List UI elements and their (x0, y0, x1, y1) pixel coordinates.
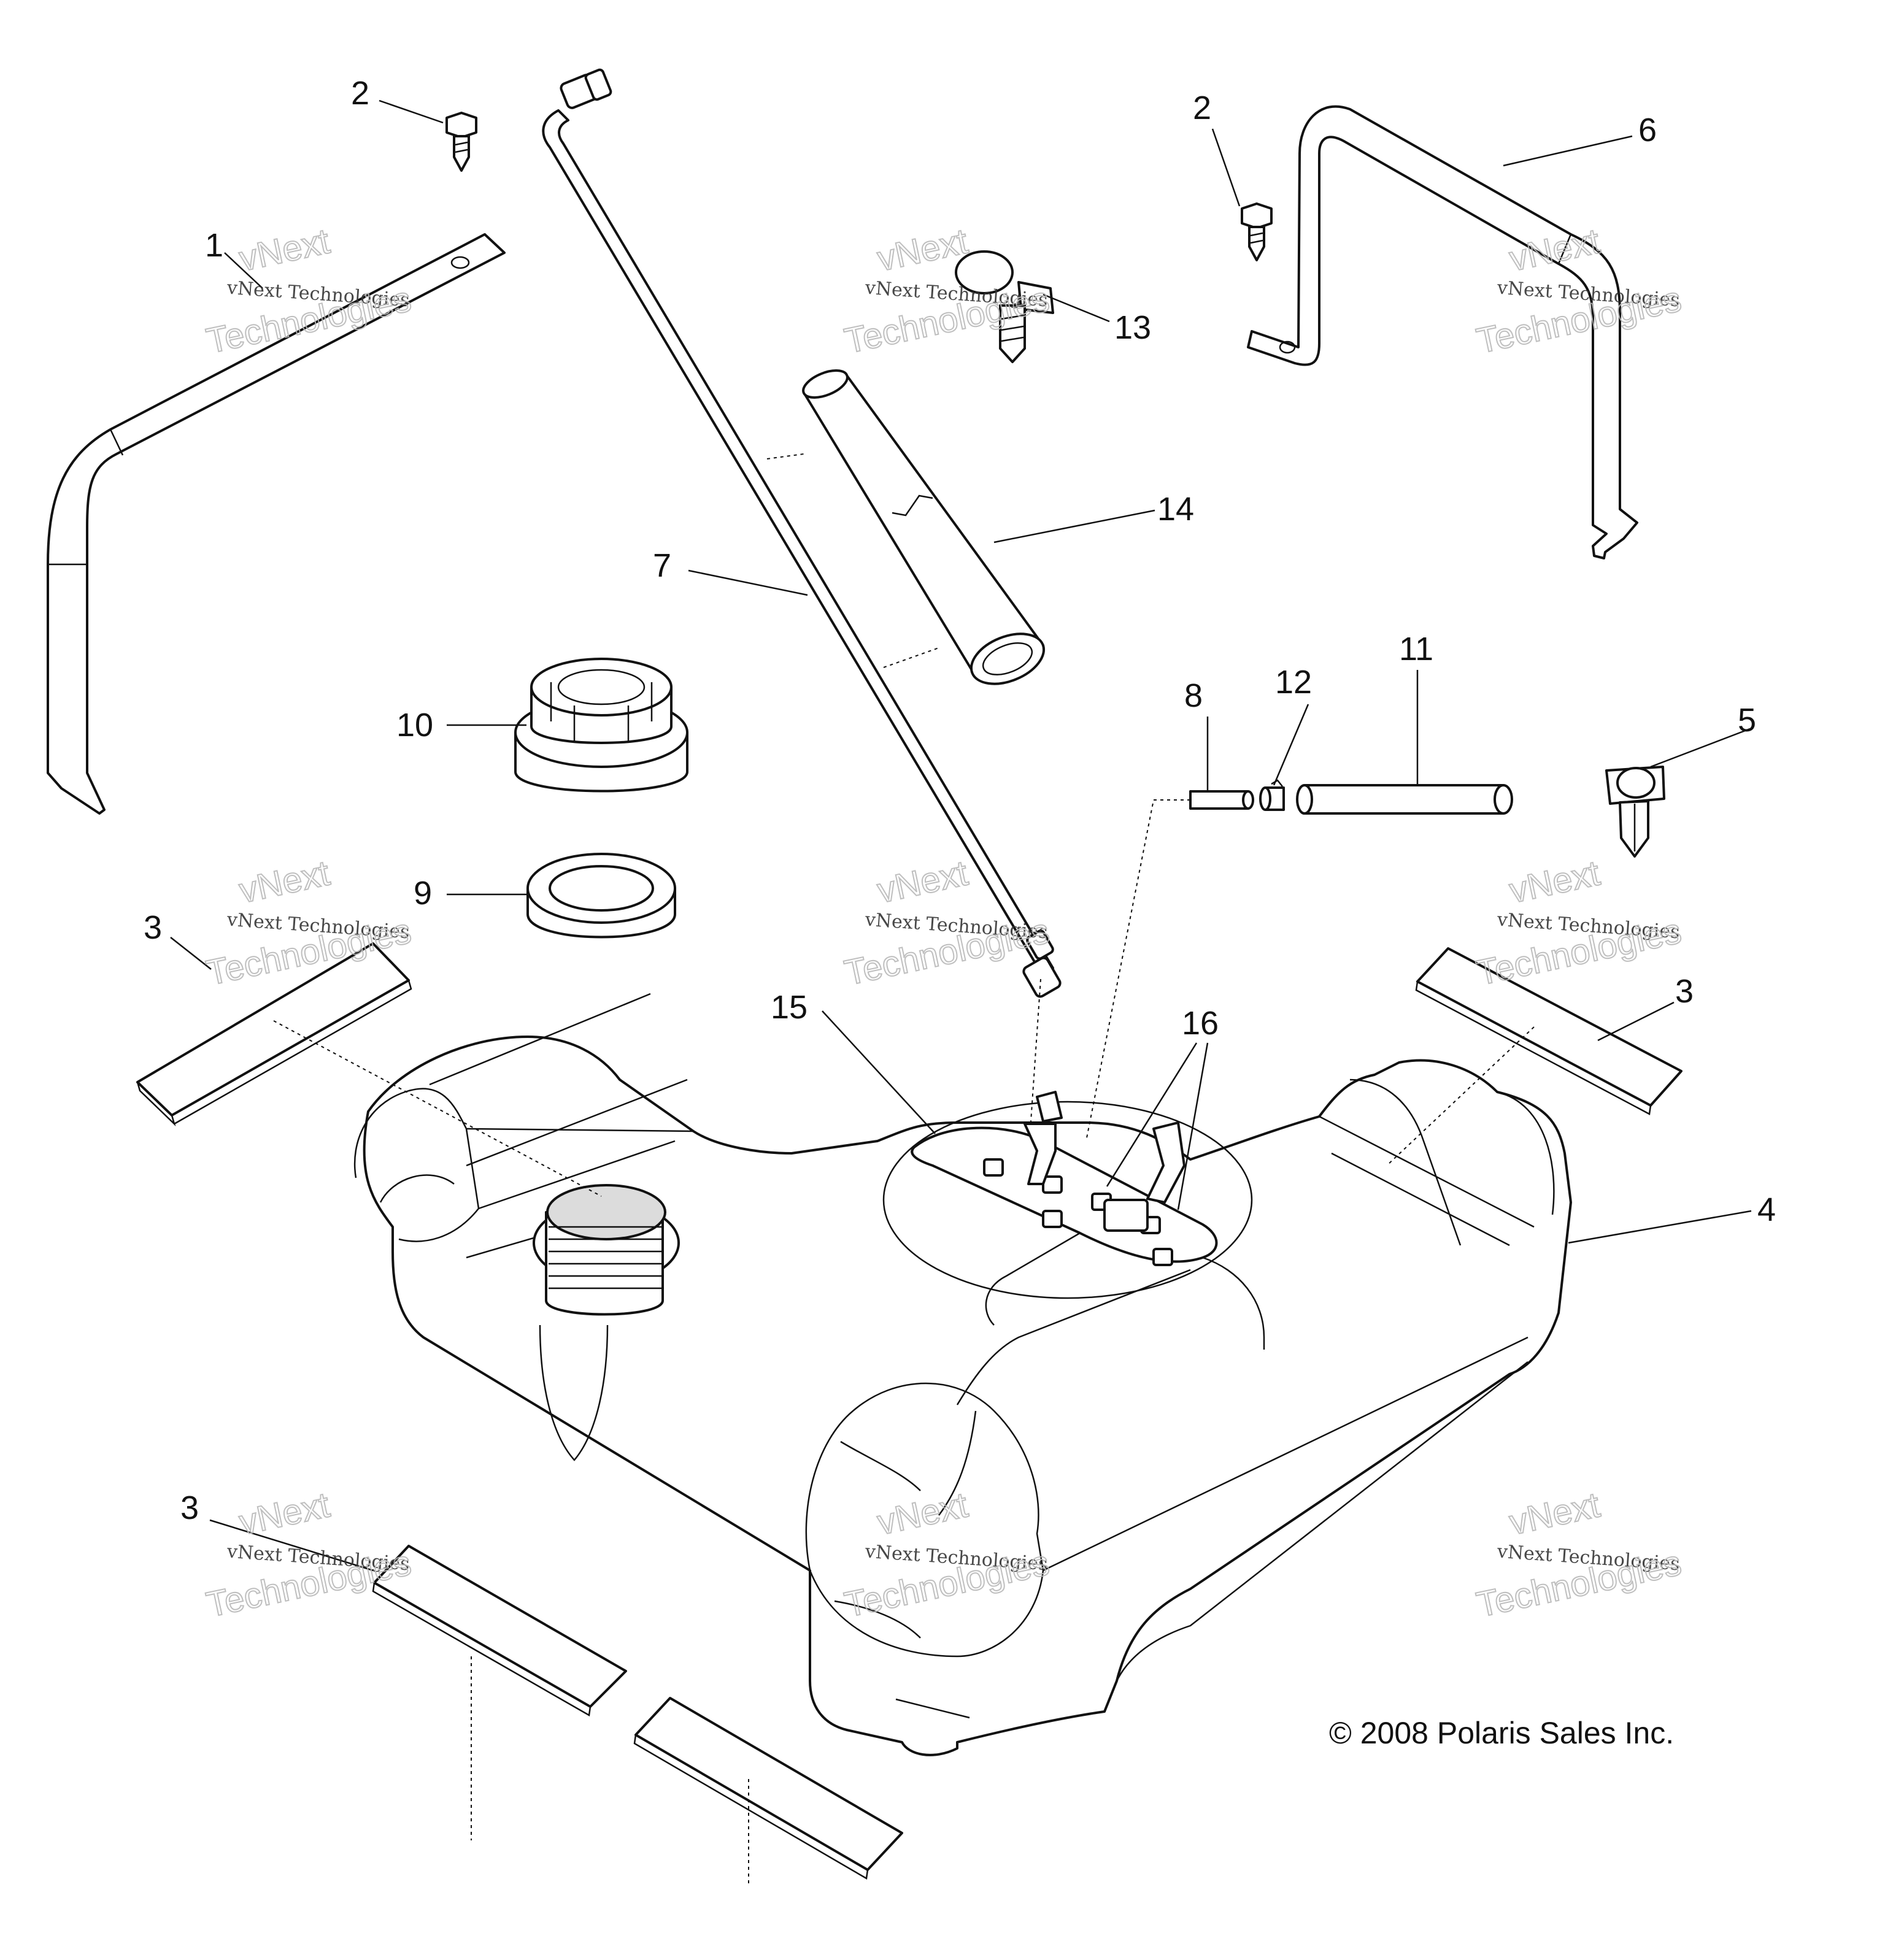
callout-16: 16 (1182, 1005, 1219, 1042)
callout-15: 15 (771, 989, 808, 1026)
part-4-fuel-tank (353, 993, 1572, 1756)
copyright-notice: © 2008 Polaris Sales Inc. (1329, 1716, 1674, 1750)
callout-10: 10 (396, 707, 433, 744)
part-10-fuel-cap (514, 658, 688, 793)
watermark-5: vNext vNext Technologies Technologies (841, 852, 1054, 993)
callout-2-right: 2 (1193, 90, 1211, 126)
callout-14: 14 (1157, 491, 1194, 528)
part-2-bolt-left (445, 112, 477, 172)
svg-text:vNext: vNext (236, 221, 333, 279)
watermark-1: vNext vNext Technologies Technologies (202, 220, 415, 361)
callout-1: 1 (205, 227, 223, 264)
watermark-9: vNext vNext Technologies Technologies (1473, 1484, 1686, 1625)
part-1-strap-left (47, 233, 506, 815)
part-12-small-clamp (1259, 779, 1285, 811)
svg-text:vNext: vNext (236, 1485, 333, 1542)
callout-5: 5 (1738, 702, 1756, 739)
part-11-hose (1296, 784, 1513, 815)
part-3-pad-upper-right (1415, 947, 1683, 1115)
part-3-pad-upper-left (136, 942, 412, 1127)
callout-7: 7 (653, 547, 671, 584)
svg-text:vNext: vNext (1506, 853, 1603, 910)
callout-12: 12 (1275, 664, 1312, 701)
part-2-bolt-right (1241, 202, 1273, 261)
assembly-lines (273, 453, 1535, 1883)
part-14-sleeve (802, 369, 1046, 685)
part-3-pad-lower-1 (372, 1545, 627, 1717)
watermark-6: vNext vNext Technologies Technologies (1473, 852, 1686, 993)
callout-3-upper-right: 3 (1675, 973, 1694, 1010)
callout-3-lower: 3 (180, 1489, 199, 1526)
part-6-strap-right (1247, 105, 1638, 559)
callout-11: 11 (1399, 631, 1433, 667)
part-8-short-tube (1189, 790, 1254, 810)
watermark-7: vNext vNext Technologies Technologies (202, 1484, 415, 1625)
svg-text:vNext: vNext (236, 853, 333, 910)
leader-lines (170, 99, 1752, 1572)
callout-2-left: 2 (351, 75, 369, 112)
callout-4: 4 (1757, 1191, 1776, 1228)
callout-8: 8 (1184, 677, 1203, 714)
part-5-clip (1605, 766, 1665, 858)
callout-13: 13 (1114, 309, 1151, 346)
part-9-gasket (526, 853, 676, 939)
callout-6: 6 (1638, 112, 1657, 148)
part-13-clamp (955, 250, 1054, 363)
watermark-3: vNext vNext Technologies Technologies (1473, 220, 1686, 361)
callout-labels: 1 2 2 6 13 14 7 10 9 8 12 11 5 3 3 3 4 1… (144, 75, 1776, 1526)
svg-text:vNext: vNext (874, 853, 971, 910)
part-3-pad-lower-2 (633, 1697, 903, 1880)
pump-fittings (983, 1091, 1185, 1266)
callout-9: 9 (414, 875, 432, 912)
callout-3-upper-left: 3 (144, 909, 162, 946)
svg-text:vNext: vNext (1506, 1485, 1603, 1542)
part-7-fuel-line (542, 68, 1062, 998)
